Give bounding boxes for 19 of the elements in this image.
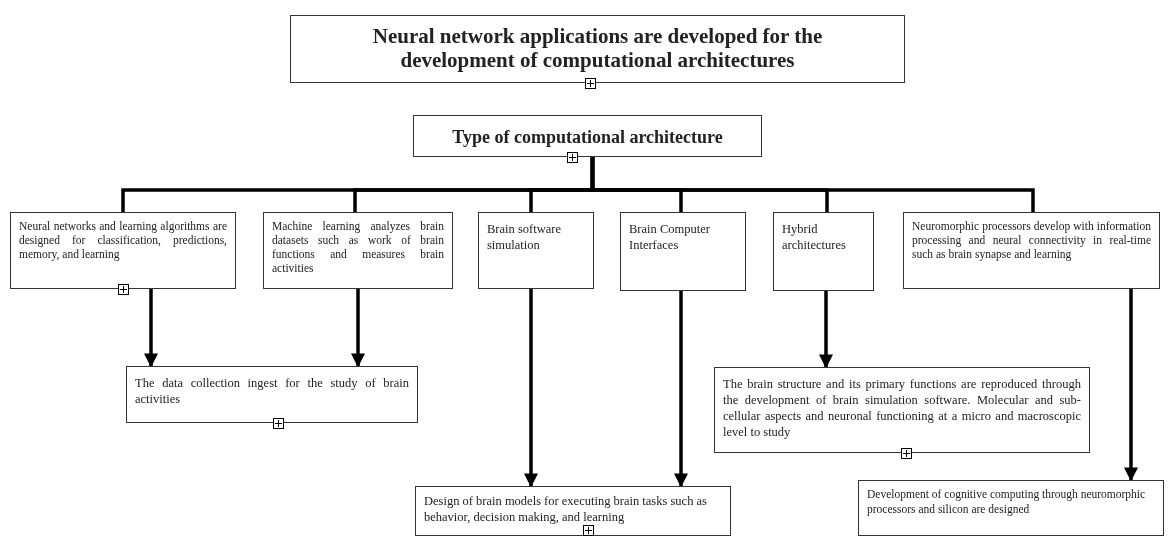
text-box: Brain Computer Interfaces [620, 212, 746, 291]
text-box: The data collection ingest for the study of brain activities [126, 366, 418, 423]
text-box: Machine learning analyzes brain datasets such as work of brain functions and measures brain activities [263, 212, 453, 289]
text-box: Type of computational architecture [413, 115, 762, 157]
arrow [674, 291, 688, 488]
text-box: Neural networks and learning algorithms are designed for classification, predictions, memory, and learning [10, 212, 236, 289]
text-box: The brain structure and its primary functions are reproduced through the development of brain simulation software. Molecular and sub-cellular aspects and neuronal functioning at a micro and macroscopic level to study [714, 367, 1090, 453]
text-box: Hybrid architectures [773, 212, 874, 291]
arrow [351, 289, 365, 368]
text-box: Neuromorphic processors develop with information processing and neural connectivity in real-time such as brain synapse and learning [903, 212, 1160, 289]
text-box: Neural network applications are developed for the development of computational architectures [290, 15, 905, 83]
text-box: Development of cognitive computing through neuromorphic processors and silicon are designed [858, 480, 1164, 536]
connector-line [590, 157, 1035, 212]
text-box: Brain software simulation [478, 212, 594, 289]
arrow [144, 289, 158, 368]
text-box: Design of brain models for executing brain tasks such as behavior, decision making, and learning [415, 486, 731, 536]
arrow [524, 289, 538, 488]
arrow [819, 291, 833, 369]
arrow [1124, 289, 1138, 482]
